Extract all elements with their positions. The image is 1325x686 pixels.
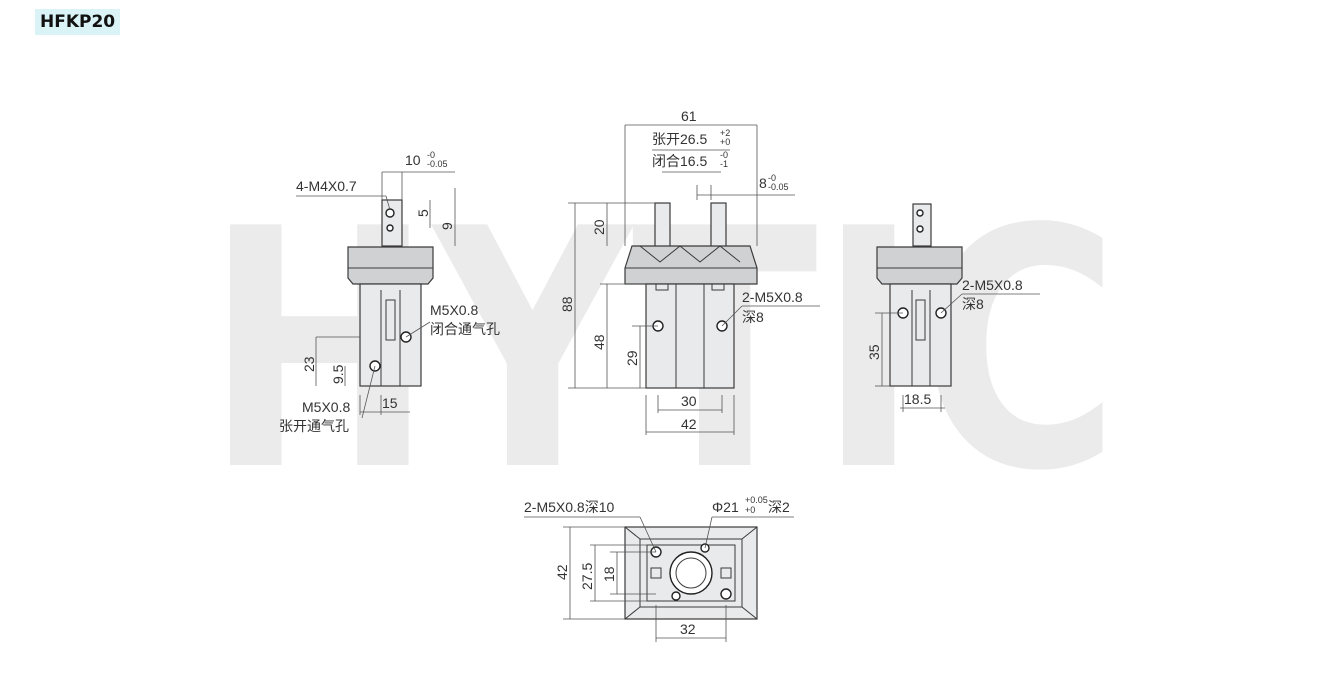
bottom-view: 2-M5X0.8深10 Φ21 +0.05 +0 深2 42 27.5 18 3… xyxy=(524,495,794,642)
open-port-label: M5X0.8 xyxy=(302,399,350,415)
front-dim-29: 29 xyxy=(624,350,640,366)
front-dim-42: 42 xyxy=(681,416,697,432)
jaw-thickness-tol-bottom: -0.05 xyxy=(768,182,789,192)
jaw-thickness-tol-top: -0 xyxy=(768,173,776,183)
close-tol-bottom: -1 xyxy=(720,159,728,169)
bottom-bore-tol-top: +0.05 xyxy=(745,495,768,505)
close-port-label: M5X0.8 xyxy=(430,302,478,318)
side-jaw-tol-top: -0 xyxy=(427,150,435,160)
right-jaw-hole xyxy=(916,225,924,233)
bottom-bore-depth: 深2 xyxy=(768,499,790,515)
side-dim-9-5: 9.5 xyxy=(330,364,346,384)
open-port-desc: 张开通气孔 xyxy=(279,418,349,434)
side-body xyxy=(359,283,422,387)
side-cap xyxy=(347,246,434,285)
side-jaw-hole xyxy=(386,224,394,232)
front-dim-61: 61 xyxy=(681,108,697,124)
side-jaw-hole xyxy=(385,208,395,218)
right-dim-18-5: 18.5 xyxy=(904,391,931,407)
bottom-pin-hole xyxy=(671,591,681,601)
front-tap-label: 2-M5X0.8 xyxy=(742,289,803,305)
side-dim-23: 23 xyxy=(301,356,317,372)
right-tap-depth: 深8 xyxy=(962,296,984,312)
bottom-dim-32: 32 xyxy=(680,621,696,637)
bottom-dim-27-5: 27.5 xyxy=(579,563,595,590)
bottom-dim-18: 18 xyxy=(601,566,617,582)
side-thread-label: 4-M4X0.7 xyxy=(296,178,357,194)
bottom-bore-label: Φ21 xyxy=(712,499,739,515)
front-finger-left xyxy=(654,202,671,250)
close-stroke-label: 闭合16.5 xyxy=(652,153,707,169)
bottom-dim-42: 42 xyxy=(554,564,570,580)
bottom-tap-hole xyxy=(720,588,732,600)
side-jaw xyxy=(381,199,403,247)
front-cap xyxy=(624,245,758,285)
front-dim-20: 20 xyxy=(591,219,607,235)
side-jaw-width-label: 10 xyxy=(405,152,421,168)
side-dim-15: 15 xyxy=(382,395,398,411)
front-body xyxy=(645,283,735,389)
right-view: 2-M5X0.8 深8 35 18.5 xyxy=(866,203,1040,412)
bottom-bore-tol-bottom: +0 xyxy=(745,505,755,515)
right-cap xyxy=(876,246,963,285)
front-tap-depth: 深8 xyxy=(742,309,764,325)
side-view: 4-M4X0.7 10 -0 -0.05 5 9 M5X0.8 闭合通气孔 23… xyxy=(279,150,500,434)
right-body xyxy=(889,283,952,387)
side-dim-9: 9 xyxy=(439,222,455,230)
right-tap-label: 2-M5X0.8 xyxy=(962,277,1023,293)
front-dim-30: 30 xyxy=(681,393,697,409)
open-tol-bottom: +0 xyxy=(720,137,730,147)
open-stroke-label: 张开26.5 xyxy=(652,131,707,147)
right-dim-35: 35 xyxy=(866,344,882,360)
right-jaw-hole xyxy=(916,209,924,217)
side-jaw-tol-bottom: -0.05 xyxy=(427,159,448,169)
front-finger-right xyxy=(710,202,727,250)
model-title: HFKP20 xyxy=(35,9,121,35)
close-port-desc: 闭合通气孔 xyxy=(430,321,500,337)
bottom-tap-label: 2-M5X0.8深10 xyxy=(524,499,614,515)
side-dim-5: 5 xyxy=(415,209,431,217)
close-tol-top: -0 xyxy=(720,150,728,160)
front-dim-48: 48 xyxy=(591,334,607,350)
open-tol-top: +2 xyxy=(720,128,730,138)
front-view: 61 张开26.5 +2 +0 闭合16.5 -0 -1 8 -0 -0.05 … xyxy=(559,108,820,435)
front-dim-88: 88 xyxy=(559,296,575,312)
jaw-thickness-label: 8 xyxy=(759,175,767,191)
